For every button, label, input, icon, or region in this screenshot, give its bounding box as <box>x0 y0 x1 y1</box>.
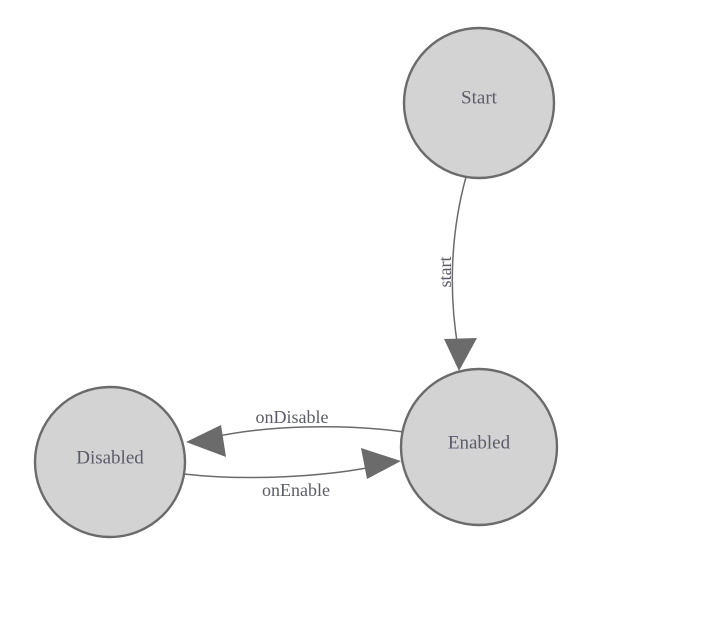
edge-enabled-to-disabled-label: onDisable <box>256 407 329 427</box>
node-start[interactable]: Start <box>402 26 556 180</box>
edge-disabled-to-enabled-label: onEnable <box>262 480 330 500</box>
edge-start-to-enabled-label: start <box>435 257 455 288</box>
node-disabled-circle <box>33 385 187 539</box>
node-start-label: Start <box>461 87 498 108</box>
edge-disabled-to-enabled-arrowhead <box>361 448 401 479</box>
node-enabled-label: Enabled <box>448 432 511 453</box>
edge-start-to-enabled[interactable]: start <box>435 176 477 371</box>
edge-start-to-enabled-arrowhead <box>444 338 477 371</box>
node-enabled-circle <box>399 367 559 527</box>
node-start-circle <box>402 26 556 180</box>
edge-enabled-to-disabled[interactable]: onDisable <box>186 407 405 457</box>
edge-enabled-to-disabled-path <box>213 425 405 438</box>
edge-disabled-to-enabled-path <box>183 466 373 479</box>
node-disabled[interactable]: Disabled <box>33 385 187 539</box>
edge-start-to-enabled-path <box>451 176 467 349</box>
node-disabled-label: Disabled <box>76 447 144 468</box>
edge-disabled-to-enabled[interactable]: onEnable <box>183 448 401 500</box>
edge-enabled-to-disabled-arrowhead <box>186 425 226 457</box>
node-enabled[interactable]: Enabled <box>399 367 559 527</box>
